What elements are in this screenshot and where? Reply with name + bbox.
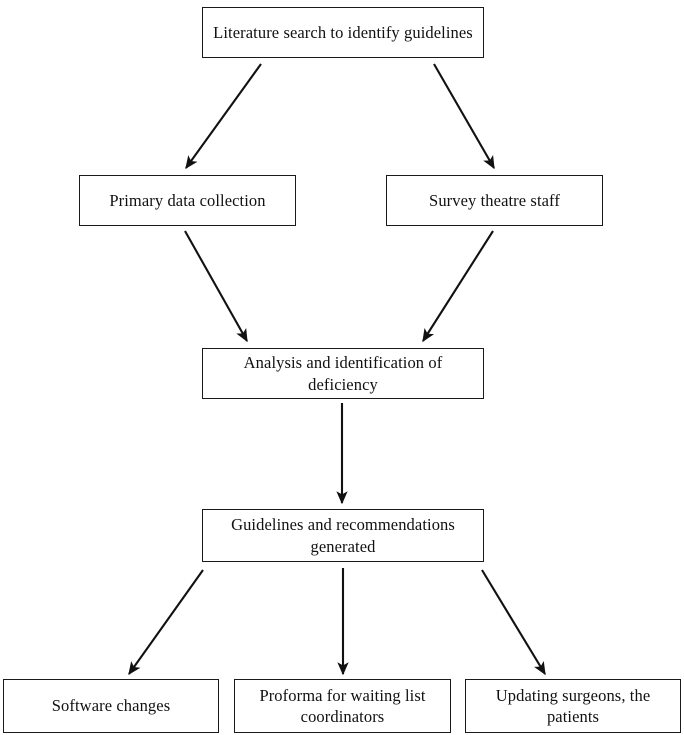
- node-label: Survey theatre staff: [429, 190, 560, 210]
- node-label: Software changes: [51, 696, 171, 716]
- node-updating-surgeons-patients: Updating surgeons, the patients: [465, 679, 681, 733]
- node-literature-search: Literature search to identify guidelines: [202, 7, 484, 58]
- node-primary-data-collection: Primary data collection: [79, 175, 296, 226]
- edge-survey-to-analysis: [422, 230, 494, 343]
- edge-literature-to-primary-data: [185, 63, 262, 170]
- edge-guidelines-to-updating-surgeons: [481, 569, 546, 676]
- edge-primary-data-to-analysis: [184, 230, 248, 343]
- node-label: Analysis and identification of deficienc…: [243, 353, 443, 394]
- node-label: Guidelines and recommendations generated: [231, 515, 455, 556]
- node-software-changes: Software changes: [3, 679, 219, 733]
- node-guidelines-recommendations-generated: Guidelines and recommendations generated: [202, 509, 484, 562]
- node-label: Primary data collection: [109, 190, 266, 210]
- node-survey-theatre-staff: Survey theatre staff: [386, 175, 603, 226]
- node-proforma-waiting-list-coordinators: Proforma for waiting list coordinators: [234, 679, 451, 733]
- edge-literature-to-survey: [433, 63, 495, 170]
- node-label: Proforma for waiting list coordinators: [259, 685, 426, 726]
- edge-guidelines-to-software-changes: [128, 569, 204, 676]
- node-analysis-identification-deficiency: Analysis and identification of deficienc…: [202, 348, 484, 399]
- node-label: Updating surgeons, the patients: [495, 685, 651, 726]
- node-label: Literature search to identify guidelines: [213, 22, 473, 42]
